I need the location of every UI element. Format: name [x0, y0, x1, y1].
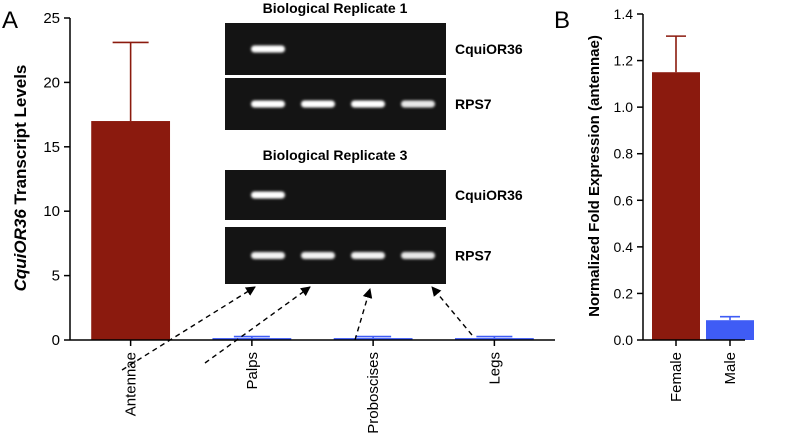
- panel-a-y-axis: 0 5 10 15 20 25: [43, 10, 71, 349]
- y-tick-label: 1.2: [614, 53, 634, 69]
- bar-antennae: [91, 121, 171, 340]
- x-tick-label-female: Female: [668, 352, 685, 402]
- gel-band: [401, 100, 435, 108]
- x-tick-label-male: Male: [722, 352, 739, 385]
- bar-legs: [454, 338, 534, 340]
- y-tick-label: 0.4: [614, 239, 634, 255]
- y-tick-label: 20: [43, 74, 60, 91]
- panel-b-label: B: [554, 7, 570, 34]
- y-tick-label: 0.2: [614, 285, 634, 301]
- gel-band: [301, 100, 335, 108]
- x-tick-label-proboscises: Proboscises: [365, 352, 382, 434]
- gel-lane-label: RPS7: [455, 96, 492, 112]
- gel-lane-label: CquiOR36: [455, 187, 523, 203]
- gel-replicate-title: Biological Replicate 3: [263, 147, 408, 163]
- y-tick-label: 5: [52, 268, 60, 285]
- dashed-arrow: [354, 288, 373, 341]
- panel-a-chart: A 0 5 10 15 20 25 Antennae Palps Proboscises Leg…: [2, 7, 555, 434]
- y-tick-label: 0.0: [614, 332, 634, 348]
- gel-band: [251, 100, 285, 108]
- x-tick-label-antennae: Antennae: [123, 352, 140, 416]
- gel-band: [251, 45, 285, 53]
- bar-proboscises: [333, 338, 413, 340]
- y-tick-label: 0.6: [614, 192, 634, 208]
- gel-band: [351, 252, 385, 259]
- panel-a-y-axis-label: CquiOR36 Transcript Levels: [11, 65, 30, 292]
- y-tick-label: 10: [43, 203, 60, 220]
- bar-male: [706, 320, 754, 340]
- panel-b-y-axis: 0.0 0.2 0.4 0.6 0.8 1.0 1.2 1.4: [614, 6, 644, 348]
- gel-band: [401, 252, 435, 259]
- y-tick-label: 25: [43, 10, 60, 27]
- panel-a-x-axis: Antennae Palps Proboscises Legs: [70, 339, 555, 434]
- gel-band: [351, 100, 385, 108]
- gel-pointer-arrows: [121, 286, 473, 371]
- y-tick-label: 0.8: [614, 146, 634, 162]
- bar-palps: [212, 338, 292, 340]
- x-tick-label-legs: Legs: [486, 352, 503, 385]
- gel-inset: Biological Replicate 1CquiOR36RPS7Biolog…: [225, 0, 523, 284]
- gel-replicate-title: Biological Replicate 1: [263, 0, 408, 16]
- y-tick-label: 0: [52, 332, 60, 349]
- gel-band: [301, 252, 335, 259]
- panel-b-x-axis: Female Male: [643, 339, 745, 402]
- bar-female: [652, 72, 700, 340]
- y-tick-label: 1.4: [614, 6, 634, 22]
- panel-b-y-axis-label: Normalized Fold Expression (antennae): [586, 35, 603, 317]
- y-tick-label: 15: [43, 139, 60, 156]
- y-tick-label: 1.0: [614, 99, 634, 115]
- gel-lane-label: RPS7: [455, 248, 492, 264]
- panel-a-bars: [91, 41, 534, 340]
- x-tick-label-palps: Palps: [244, 352, 261, 390]
- dashed-arrow: [431, 286, 473, 336]
- panel-b-chart: B 0.0 0.2 0.4 0.6 0.8 1.0 1.2 1.4 Female Male No…: [554, 6, 754, 402]
- gel-band: [251, 252, 285, 259]
- panel-a-label: A: [2, 7, 18, 34]
- panel-b-bars: [652, 35, 754, 340]
- dashed-arrow: [204, 286, 311, 364]
- dashed-arrow: [121, 286, 256, 371]
- gel-band: [251, 191, 285, 199]
- gel-lane-label: CquiOR36: [455, 41, 523, 57]
